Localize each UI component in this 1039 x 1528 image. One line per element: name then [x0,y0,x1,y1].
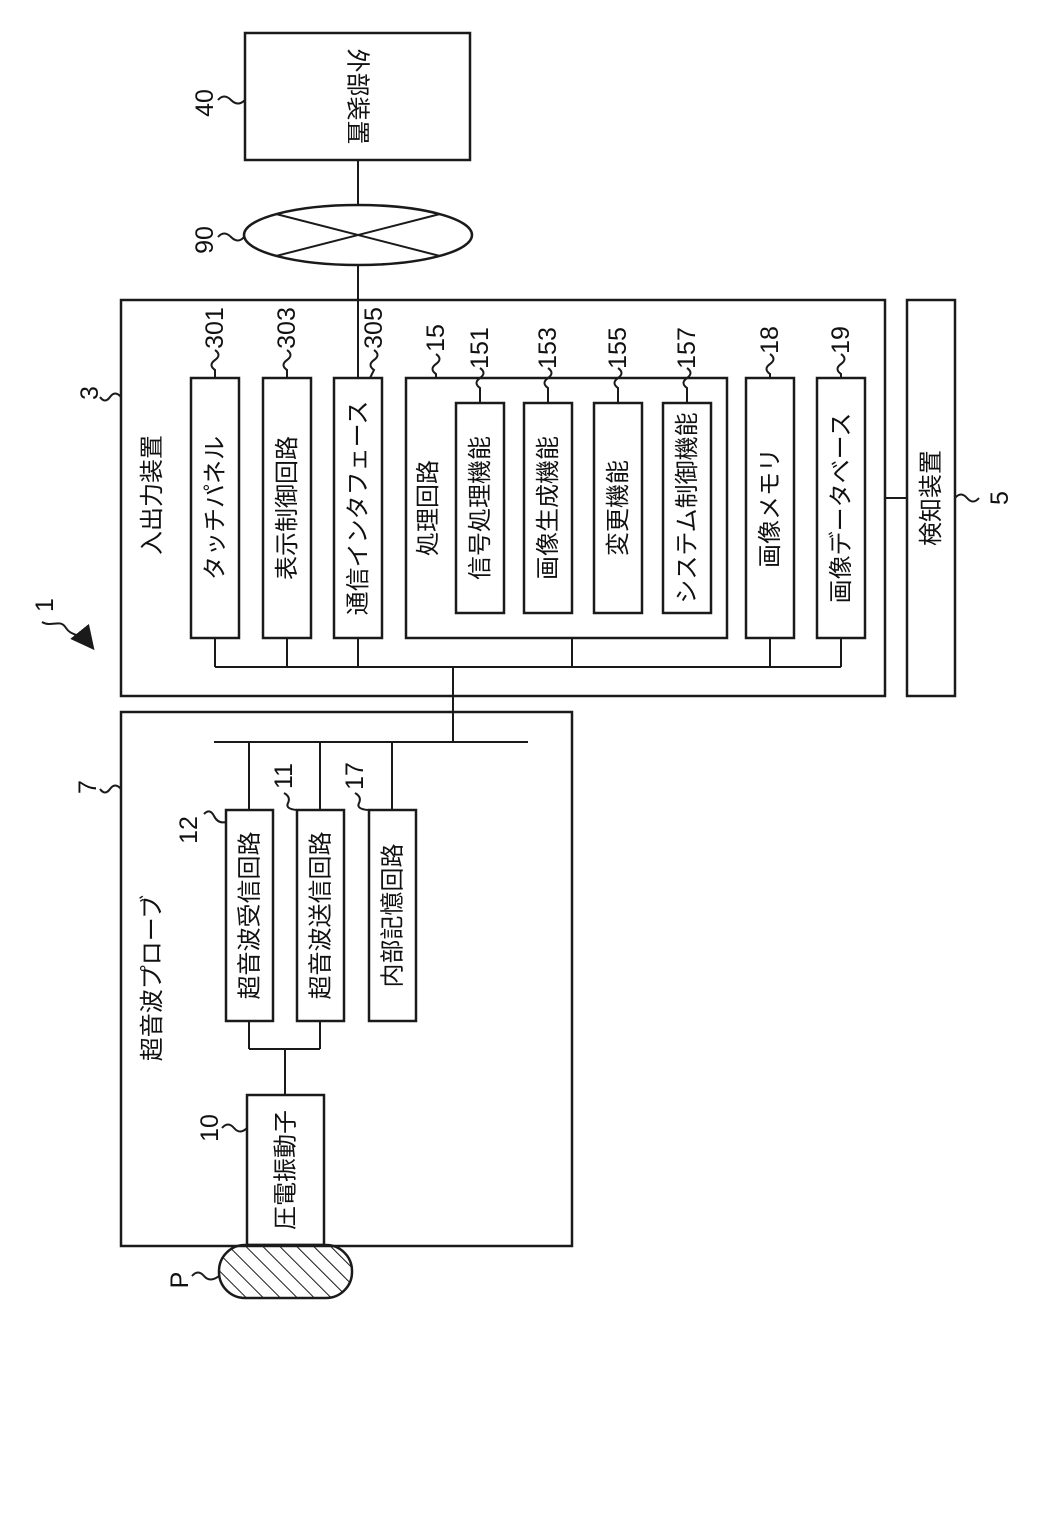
processing-ref: 15 [422,324,450,352]
network-ref: 90 [191,226,219,254]
change-fn-label: 変更機能 [604,460,632,556]
us-tx-label: 超音波送信回路 [307,832,335,1000]
touch-panel-ref: 301 [201,307,229,349]
subject-ref: P [166,1272,194,1289]
external-device-label: 外部装置 [344,49,372,145]
probe-frame [121,712,572,1246]
us-tx-leader [284,793,297,810]
io-internal-bus [215,638,841,742]
image-db-leader [838,354,845,378]
network-leader [218,234,244,241]
piezo-label: 圧電振動子 [272,1110,300,1230]
piezo-ref: 10 [196,1114,224,1142]
image-memory-ref: 18 [756,326,784,354]
us-rx-label: 超音波受信回路 [236,832,264,1000]
external-device-leader [218,97,245,104]
processing-label: 処理回路 [414,460,442,556]
display-ctrl-leader [284,350,291,378]
int-mem-leader [355,793,368,810]
comm-if-leader [370,350,378,378]
image-db-label: 画像データベース [827,413,855,604]
image-db-ref: 19 [827,326,855,354]
system-ref-arrow [42,622,92,647]
probe-label: 超音波プローブ [138,895,166,1062]
image-memory-leader [767,354,774,378]
subject-leader [192,1273,219,1280]
detector-ref: 5 [986,491,1014,505]
change-fn-ref: 155 [604,327,632,369]
touch-panel-label: タッチパネル [201,436,229,580]
display-ctrl-ref: 303 [273,307,301,349]
comm-if-ref: 305 [360,307,388,349]
piezo-leader [222,1125,247,1132]
us-rx-leader [204,811,226,822]
comm-if-label: 通信インタフェース [344,401,372,616]
system-ctrl-ref: 157 [673,327,701,369]
us-rx-ref: 12 [175,816,203,844]
us-tx-ref: 11 [270,763,298,789]
network-symbol [244,205,472,265]
touch-panel-leader [212,350,219,378]
image-gen-label: 画像生成機能 [534,436,562,580]
int-mem-ref: 17 [341,762,369,790]
io-device-label: 入出力装置 [138,435,166,555]
external-device-ref: 40 [191,89,219,117]
probe-ref: 7 [74,780,102,794]
probe-internal-bus [214,742,528,810]
signal-proc-label: 信号処理機能 [466,436,494,580]
probe-leader [100,786,121,793]
processing-leader [433,354,440,378]
system-ctrl-label: システム制御機能 [673,412,701,603]
subject-hatched-shape [219,1245,352,1298]
rx-tx-to-piezo-line [249,1021,320,1095]
display-ctrl-label: 表示制御回路 [273,436,301,580]
detector-leader [955,495,979,502]
signal-proc-ref: 151 [466,327,494,369]
system-ref: 1 [31,598,59,612]
int-mem-label: 内部記憶回路 [379,844,407,988]
image-gen-ref: 153 [534,327,562,369]
image-memory-label: 画像メモリ [756,448,784,568]
detector-label: 検知装置 [917,450,945,546]
